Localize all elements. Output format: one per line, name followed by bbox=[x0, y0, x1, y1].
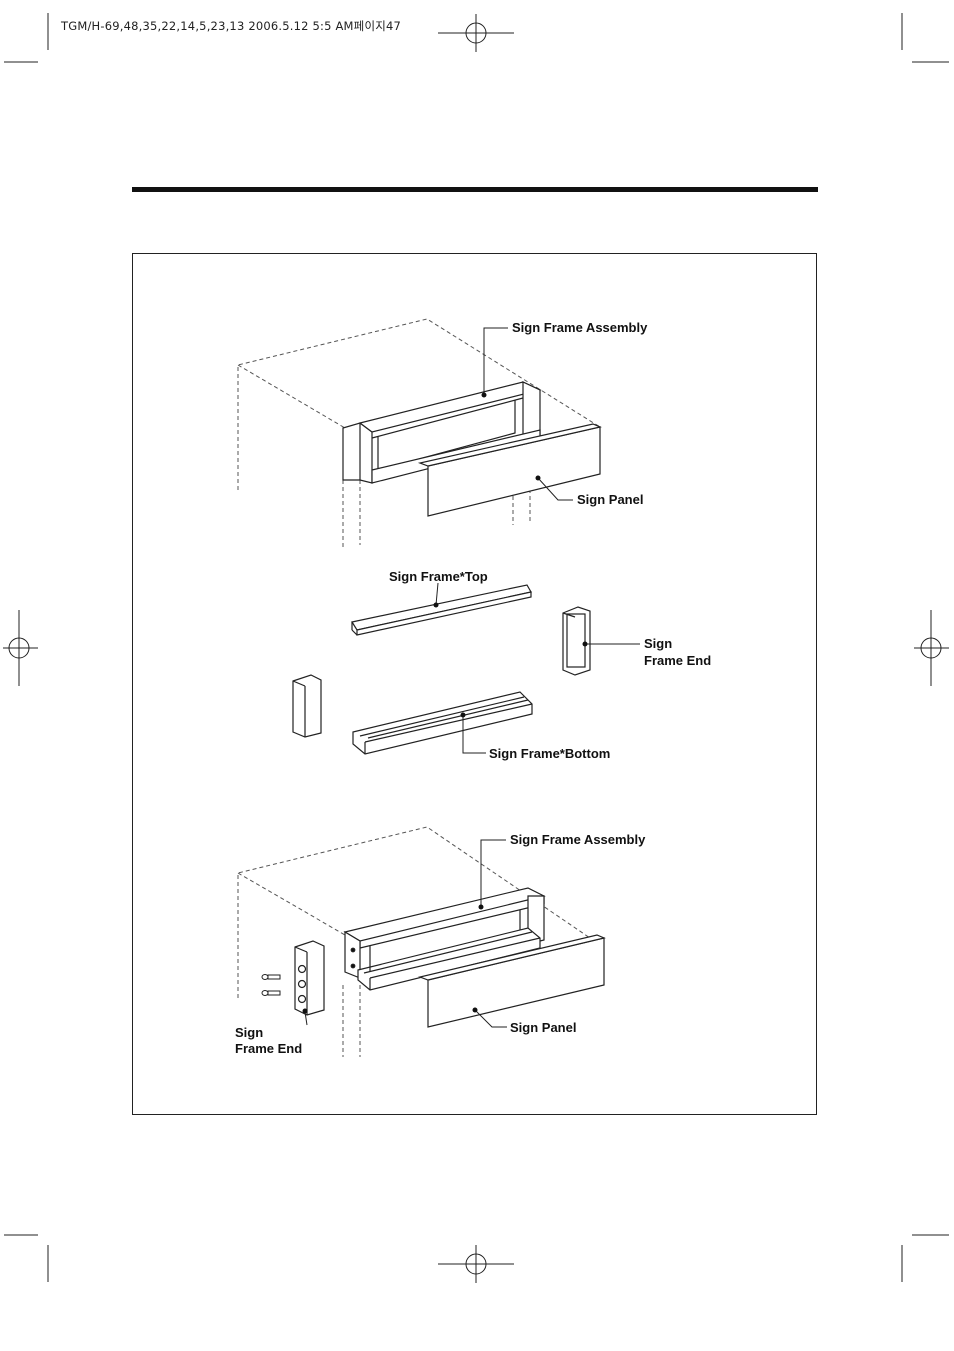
bottom-assembly-end-block bbox=[294, 940, 325, 1016]
registration-mark-right bbox=[914, 610, 949, 686]
label-sign-frame-bottom: Sign Frame*Bottom bbox=[489, 746, 610, 761]
bottom-assembly-sign-panel bbox=[417, 934, 606, 1028]
header-rule bbox=[132, 187, 818, 192]
leader-dot bbox=[535, 475, 541, 481]
label-sign-frame-end-line1: Sign bbox=[644, 636, 672, 651]
registration-mark-left bbox=[3, 610, 38, 686]
leader-dot bbox=[472, 1007, 478, 1013]
label-sign-frame-assembly-bottom: Sign Frame Assembly bbox=[510, 832, 646, 847]
top-assembly-leaders bbox=[483, 327, 573, 501]
screw-icon bbox=[261, 974, 281, 996]
leader-dot bbox=[478, 904, 484, 910]
top-assembly-cabinet-outline bbox=[237, 318, 601, 548]
print-header: TGM/H-69,48,35,22,14,5,23,13 2006.5.12 5… bbox=[61, 19, 402, 33]
leader-dot bbox=[433, 602, 439, 608]
crop-marks bbox=[4, 13, 949, 1282]
leader-dot bbox=[582, 641, 588, 647]
label-sign-frame-assembly-top: Sign Frame Assembly bbox=[512, 320, 648, 335]
bottom-assembly-leaders bbox=[304, 839, 507, 1028]
part-sign-frame-end-right bbox=[562, 606, 591, 676]
leader-dot bbox=[302, 1008, 308, 1014]
registration-mark-top bbox=[438, 14, 514, 52]
exploded-leaders bbox=[435, 582, 640, 754]
part-sign-frame-end-left bbox=[292, 674, 322, 738]
registration-mark-bottom bbox=[438, 1245, 514, 1283]
label-sign-frame-end-bottom-line1: Sign bbox=[235, 1025, 263, 1040]
label-sign-frame-top: Sign Frame*Top bbox=[389, 569, 488, 584]
top-assembly-sign-panel bbox=[417, 423, 602, 517]
label-sign-panel-top: Sign Panel bbox=[577, 492, 643, 507]
part-sign-frame-top bbox=[351, 584, 532, 636]
leader-dot bbox=[460, 712, 466, 718]
label-sign-panel-bottom: Sign Panel bbox=[510, 1020, 576, 1035]
label-sign-frame-end-line2: Frame End bbox=[644, 653, 711, 668]
part-sign-frame-bottom bbox=[352, 691, 533, 755]
leader-dot bbox=[481, 392, 487, 398]
bottom-assembly-cabinet-outline bbox=[237, 826, 591, 1057]
figure-frame bbox=[132, 253, 817, 1115]
bottom-assembly-frame bbox=[343, 887, 546, 991]
label-sign-frame-end-bottom-line2: Frame End bbox=[235, 1041, 302, 1056]
